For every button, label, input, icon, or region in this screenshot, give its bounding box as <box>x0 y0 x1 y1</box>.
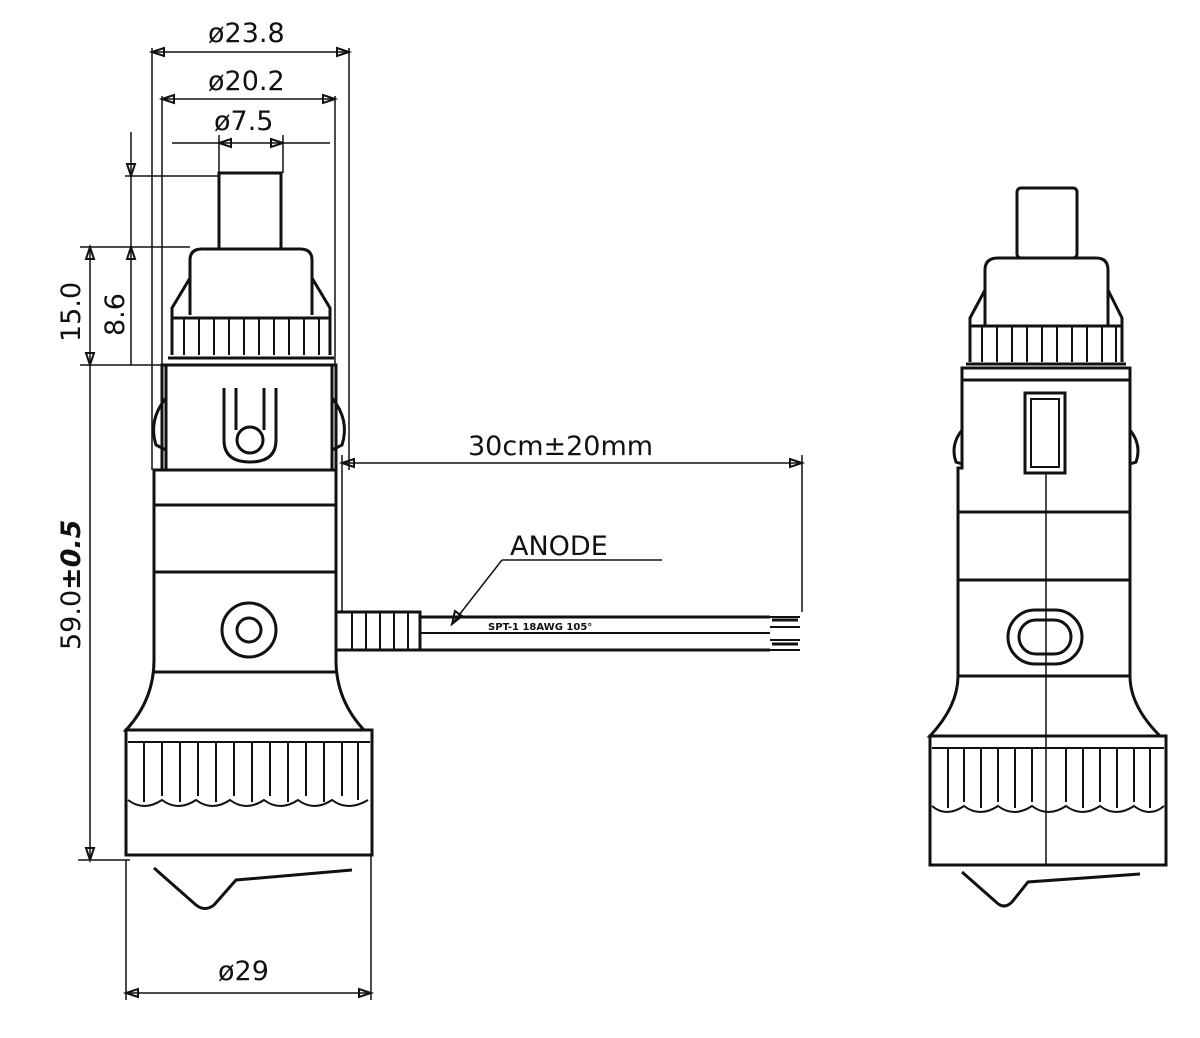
side-view-pin <box>1015 186 1079 260</box>
side-view-right-clip <box>1128 429 1140 466</box>
dimension-dia-23-8: ø23.8 <box>208 18 285 49</box>
dimension-cable-length: 30cm±20mm <box>468 431 653 462</box>
front-view: SPT-1 18AWG 105° <box>122 171 800 910</box>
side-view <box>926 186 1168 908</box>
front-view-grip <box>124 728 374 857</box>
side-view-indicator <box>1006 608 1084 666</box>
dimensions-layer: ø23.8 ø20.2 ø7.5 8.6 15.0 59.0 ±0.5 <box>56 18 806 1000</box>
dimension-8-6: 8.6 <box>100 293 131 336</box>
front-view-cap <box>188 247 314 315</box>
front-view-indicator <box>220 601 278 659</box>
dimension-59-0: 59.0 <box>56 590 87 650</box>
side-view-cap <box>983 256 1110 326</box>
front-view-u-latch <box>222 388 278 464</box>
anode-label: ANODE <box>510 531 608 562</box>
cable-print-label: SPT-1 18AWG 105° <box>488 622 592 633</box>
dimension-dia-29: ø29 <box>218 956 269 987</box>
front-view-knurled-ring <box>168 316 334 360</box>
side-view-slot <box>1023 391 1067 475</box>
front-view-right-clip <box>330 397 346 452</box>
side-view-grip <box>928 734 1168 867</box>
side-view-tip <box>961 870 1141 908</box>
dimension-15-0: 15.0 <box>56 282 87 342</box>
side-view-left-clip <box>952 429 964 466</box>
dimension-dia-7-5: ø7.5 <box>214 106 273 137</box>
dimension-dia-20-2: ø20.2 <box>208 66 285 97</box>
dimension-59-0-tolerance: ±0.5 <box>56 520 87 590</box>
side-view-knurled-ring <box>966 324 1126 366</box>
front-view-pin <box>217 171 283 251</box>
front-view-tip <box>153 866 353 910</box>
front-view-left-clip <box>152 397 168 452</box>
side-view-body <box>926 366 1164 738</box>
front-view-body <box>122 363 368 732</box>
front-view-cable <box>336 610 800 652</box>
